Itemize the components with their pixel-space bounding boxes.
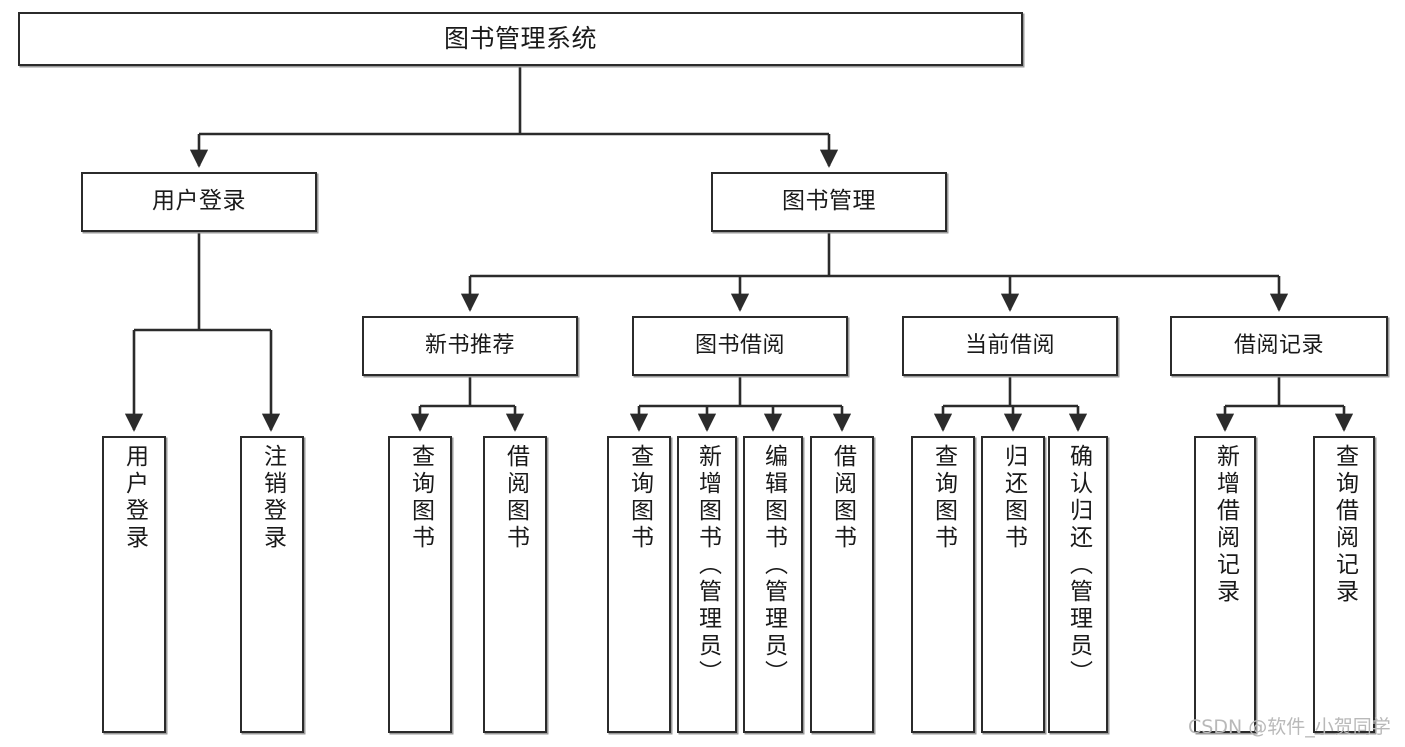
node-leaf-user-logout-label: 注销登录 [259, 444, 286, 552]
node-leaf-query-book-current-label: 查询图书 [930, 444, 957, 552]
node-leaf-confirm-return-admin[interactable]: 确认归还（管理员） [1048, 436, 1108, 733]
node-branch-book-management-label: 图书管理 [782, 188, 876, 215]
node-leaf-query-book-borrow-label: 查询图书 [626, 444, 653, 552]
node-leaf-user-login-label: 用户登录 [121, 444, 148, 552]
node-branch-user-login-label: 用户登录 [152, 188, 246, 215]
node-leaf-borrow-book-recommend-label: 借阅图书 [502, 444, 529, 552]
node-root[interactable]: 图书管理系统 [18, 12, 1023, 66]
node-leaf-borrow-book[interactable]: 借阅图书 [810, 436, 874, 733]
node-leaf-edit-book-admin-label: 编辑图书（管理员） [760, 444, 787, 687]
node-root-label: 图书管理系统 [443, 24, 597, 53]
node-group-book-borrow-label: 图书借阅 [694, 332, 785, 358]
node-group-new-book-recommend[interactable]: 新书推荐 [362, 316, 578, 376]
node-leaf-query-borrow-record[interactable]: 查询借阅记录 [1313, 436, 1375, 733]
node-leaf-edit-book-admin[interactable]: 编辑图书（管理员） [743, 436, 803, 733]
node-group-book-borrow[interactable]: 图书借阅 [632, 316, 848, 376]
node-leaf-return-book-label: 归还图书 [1000, 444, 1027, 552]
node-group-new-book-recommend-label: 新书推荐 [424, 332, 515, 358]
node-leaf-add-borrow-record-label: 新增借阅记录 [1212, 444, 1239, 606]
node-leaf-query-book-recommend-label: 查询图书 [407, 444, 434, 552]
node-leaf-query-book-recommend[interactable]: 查询图书 [388, 436, 452, 733]
node-leaf-borrow-book-recommend[interactable]: 借阅图书 [483, 436, 547, 733]
node-leaf-add-book-admin[interactable]: 新增图书（管理员） [677, 436, 737, 733]
node-leaf-add-borrow-record[interactable]: 新增借阅记录 [1194, 436, 1256, 733]
node-leaf-query-borrow-record-label: 查询借阅记录 [1331, 444, 1358, 606]
node-leaf-query-book-current[interactable]: 查询图书 [911, 436, 975, 733]
node-group-current-borrow[interactable]: 当前借阅 [902, 316, 1118, 376]
csdn-watermark: CSDN @软件_小贺同学 [1188, 716, 1391, 738]
node-leaf-return-book[interactable]: 归还图书 [981, 436, 1045, 733]
node-branch-user-login[interactable]: 用户登录 [81, 172, 317, 232]
node-leaf-add-book-admin-label: 新增图书（管理员） [694, 444, 721, 687]
node-leaf-user-logout[interactable]: 注销登录 [240, 436, 304, 733]
node-leaf-user-login[interactable]: 用户登录 [102, 436, 166, 733]
node-leaf-borrow-book-label: 借阅图书 [829, 444, 856, 552]
node-branch-book-management[interactable]: 图书管理 [711, 172, 947, 232]
node-leaf-query-book-borrow[interactable]: 查询图书 [607, 436, 671, 733]
node-group-current-borrow-label: 当前借阅 [964, 332, 1055, 358]
node-group-borrow-record[interactable]: 借阅记录 [1170, 316, 1388, 376]
node-leaf-confirm-return-admin-label: 确认归还（管理员） [1065, 444, 1092, 687]
node-group-borrow-record-label: 借阅记录 [1233, 332, 1324, 358]
